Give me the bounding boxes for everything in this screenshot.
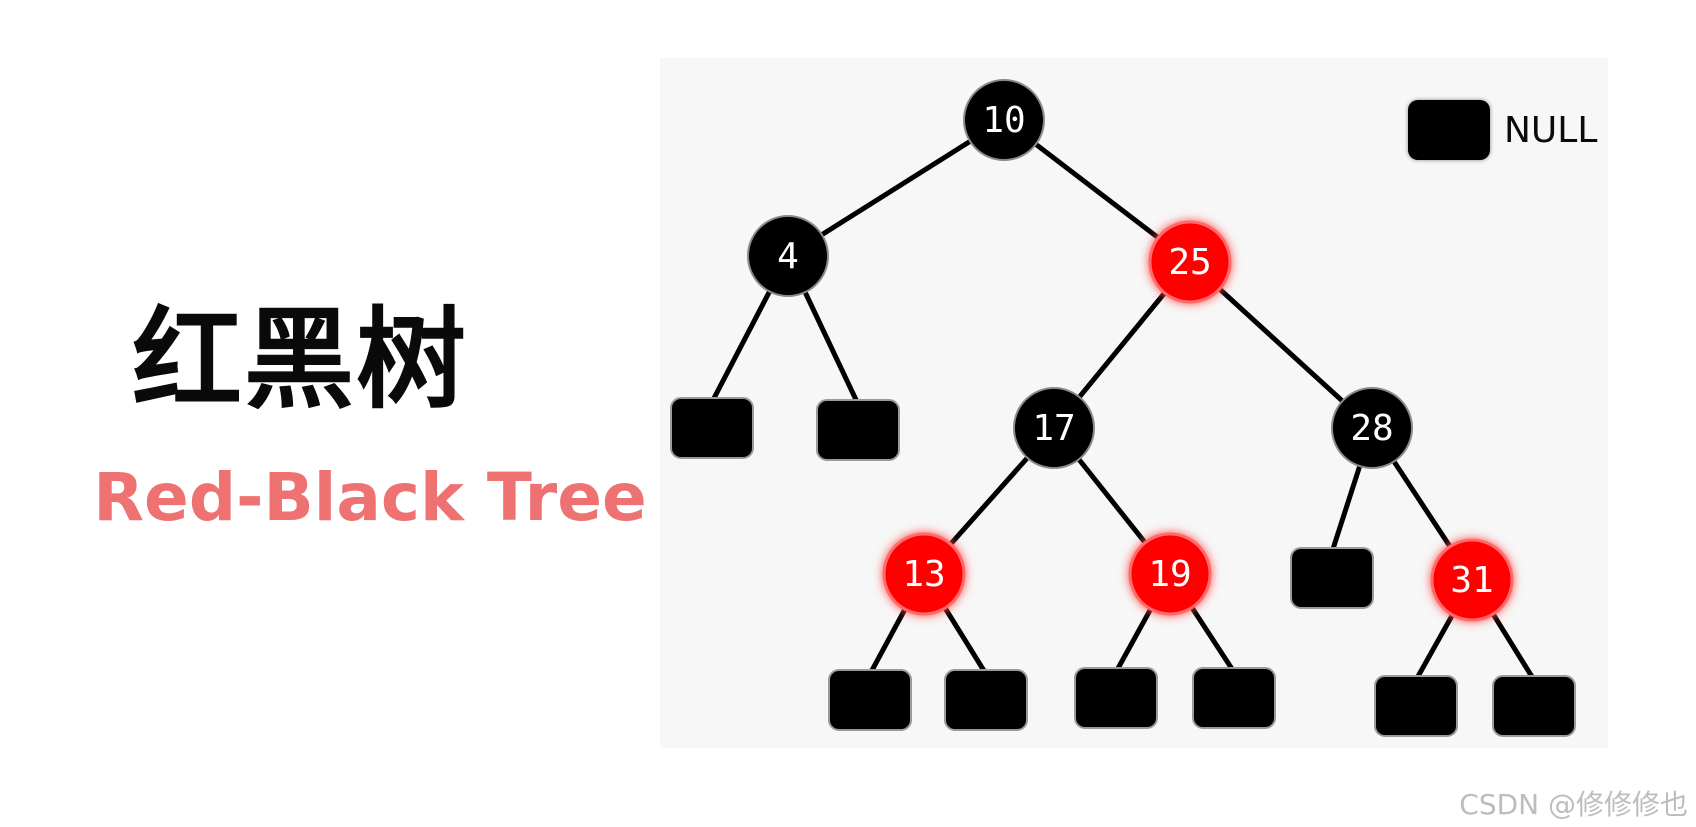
node-circle-17 <box>1013 387 1095 469</box>
tree-node-31: 31 <box>1430 538 1514 622</box>
diagram-panel <box>660 58 1608 748</box>
null-leaves-layer <box>670 397 1576 737</box>
node-circle-19 <box>1128 532 1212 616</box>
tree-node-13: 13 <box>882 532 966 616</box>
node-label-25: 25 <box>1168 242 1211 283</box>
node-label-13: 13 <box>902 554 945 595</box>
null-leaf-nl28a <box>1290 547 1374 609</box>
tree-node-28: 28 <box>1331 387 1413 469</box>
null-leaf-nl19a <box>1074 667 1158 729</box>
node-circle-28 <box>1331 387 1413 469</box>
legend-null-swatch <box>1408 100 1490 160</box>
node-label-4: 4 <box>777 236 799 277</box>
tree-node-25: 25 <box>1148 220 1232 304</box>
null-leaf-nl31b <box>1492 675 1576 737</box>
null-leaf-nl4a <box>670 397 754 459</box>
watermark: CSDN @修修修也 <box>1459 788 1688 821</box>
tree-node-17: 17 <box>1013 387 1095 469</box>
nodes-layer: 10 4 25 17 28 13 19 31 <box>747 79 1514 622</box>
node-circle-31 <box>1430 538 1514 622</box>
null-leaf-nl31a <box>1374 675 1458 737</box>
title-chinese: 红黑树 <box>132 296 468 424</box>
edge-n10-n4 <box>786 117 1006 259</box>
node-label-28: 28 <box>1350 408 1393 449</box>
node-circle-10 <box>963 79 1045 161</box>
node-label-19: 19 <box>1148 554 1191 595</box>
legend-null-label: NULL <box>1504 109 1598 151</box>
tree-node-19: 19 <box>1128 532 1212 616</box>
node-label-10: 10 <box>982 100 1025 141</box>
legend: NULL <box>1408 100 1597 160</box>
null-leaf-nl13b <box>944 669 1028 731</box>
null-leaf-nl4b <box>816 399 900 461</box>
node-circle-4 <box>747 215 829 297</box>
title-english: Red-Black Tree <box>93 459 647 536</box>
node-label-31: 31 <box>1450 560 1493 601</box>
node-circle-13 <box>882 532 966 616</box>
null-leaf-nl19b <box>1192 667 1276 729</box>
tree-node-4: 4 <box>747 215 829 297</box>
tree-node-10: 10 <box>963 79 1045 161</box>
null-leaf-nl13a <box>828 669 912 731</box>
node-circle-25 <box>1148 220 1232 304</box>
node-label-17: 17 <box>1032 408 1075 449</box>
